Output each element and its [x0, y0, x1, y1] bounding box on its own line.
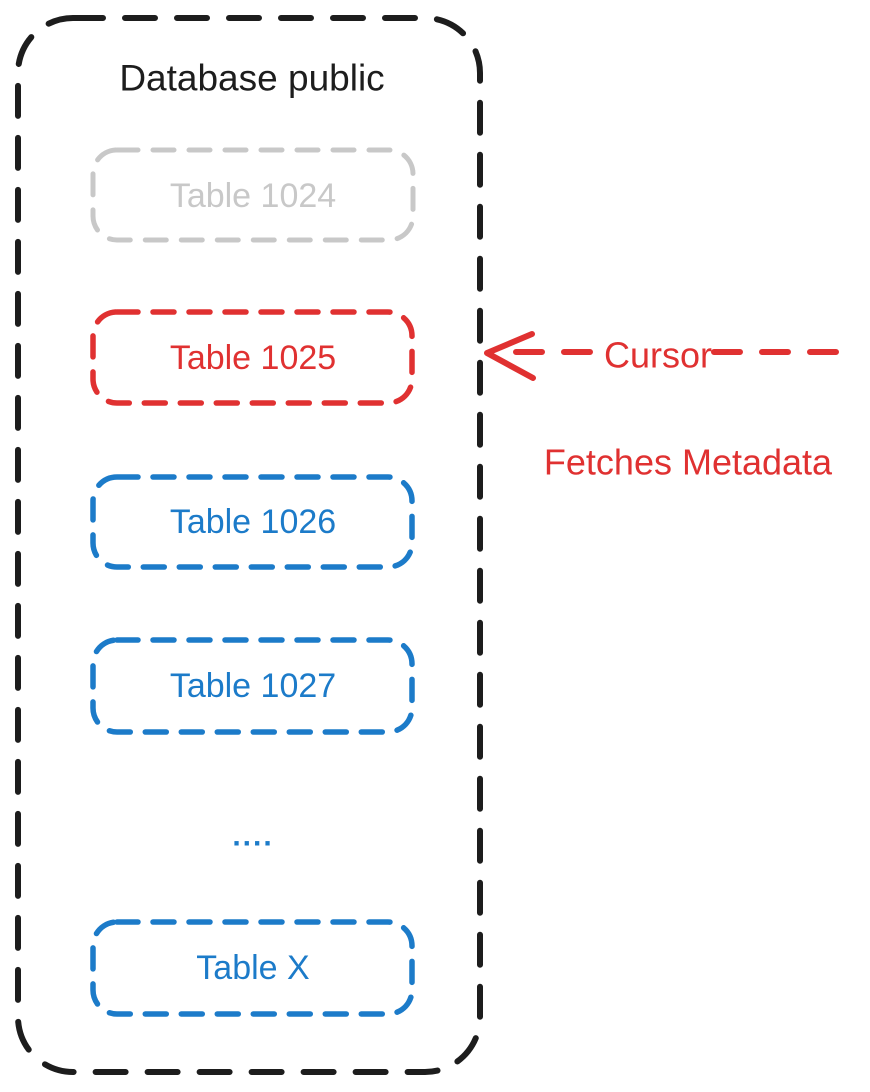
cursor-arrow	[484, 331, 853, 381]
tables-ellipsis: ....	[232, 820, 273, 853]
table-1027-label: Table 1027	[170, 667, 336, 705]
table-1026-box	[90, 474, 415, 570]
table-1027-box	[90, 637, 415, 735]
table-1024-box	[90, 147, 416, 243]
fetches-metadata-label: Fetches Metadata	[544, 442, 833, 483]
table-x-label: Table X	[196, 949, 309, 987]
table-1025-label: Table 1025	[170, 339, 336, 377]
database-outline-box	[15, 15, 483, 1075]
database-title: Database public	[119, 58, 384, 99]
cursor-arrowhead-icon	[484, 331, 536, 381]
table-1024-label: Table 1024	[170, 177, 336, 215]
table-1025-box	[90, 309, 415, 406]
cursor-label: Cursor	[604, 335, 712, 376]
table-1026-label: Table 1026	[170, 503, 336, 541]
table-x-box	[90, 919, 415, 1017]
